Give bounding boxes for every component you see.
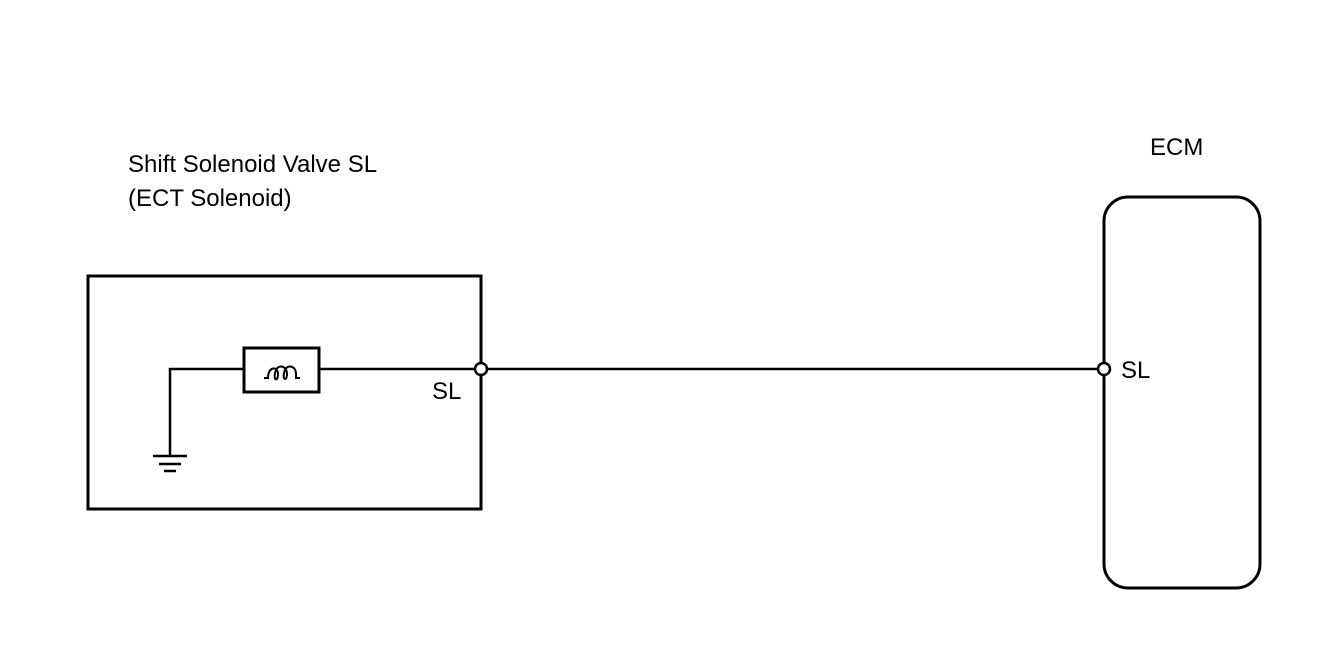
- ground-icon: [153, 454, 187, 473]
- ecm-terminal-connector: [1096, 361, 1112, 377]
- solenoid-terminal-connector: [473, 361, 489, 377]
- ecm-terminal-label: SL: [1121, 357, 1150, 384]
- solenoid-subtitle: (ECT Solenoid): [128, 185, 292, 212]
- ground-wire: [168, 367, 244, 456]
- coil-icon: [242, 346, 481, 394]
- ecm-title: ECM: [1150, 134, 1203, 161]
- solenoid-component-box: [86, 274, 483, 511]
- solenoid-title: Shift Solenoid Valve SL: [128, 151, 377, 178]
- solenoid-terminal-label: SL: [432, 378, 461, 405]
- ecm-component-box: [1102, 195, 1262, 590]
